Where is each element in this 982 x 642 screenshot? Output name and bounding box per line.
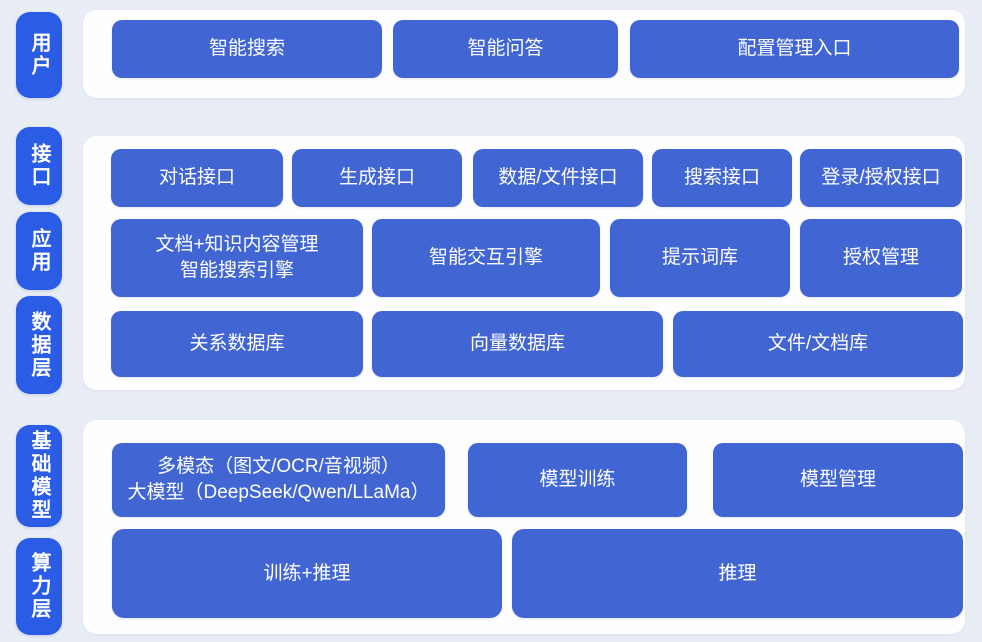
rail-label-application: 应用 xyxy=(16,212,62,290)
block-interaction-engine-label: 智能交互引擎 xyxy=(428,247,543,269)
block-model-training: 模型训练 xyxy=(468,443,687,517)
block-multimodal-llm-line1: 多模态（图文/OCR/音视频） xyxy=(157,456,400,478)
rail-label-compute-layer-text: 算力层 xyxy=(28,552,50,621)
rail-label-foundation-model: 基础模型 xyxy=(16,425,62,527)
block-inference-label: 推理 xyxy=(718,562,757,584)
rail-label-compute-layer: 算力层 xyxy=(16,538,62,635)
rail-label-interface-text: 接口 xyxy=(28,143,50,189)
panel-middle: 对话接口 生成接口 数据/文件接口 搜索接口 登录/授权接口 文档+知识内容管理… xyxy=(83,136,965,390)
block-data-file-api: 数据/文件接口 xyxy=(473,149,643,207)
block-model-training-label: 模型训练 xyxy=(539,469,616,491)
block-doc-knowledge-search-engine: 文档+知识内容管理 智能搜索引擎 xyxy=(111,219,363,297)
block-search-api-label: 搜索接口 xyxy=(683,167,760,189)
block-model-management-label: 模型管理 xyxy=(799,469,876,491)
block-dialog-api-label: 对话接口 xyxy=(158,167,235,189)
block-prompt-library: 提示词库 xyxy=(610,219,790,297)
block-training-inference: 训练+推理 xyxy=(112,529,502,618)
rail-label-interface: 接口 xyxy=(16,127,62,205)
block-smart-search: 智能搜索 xyxy=(112,20,382,78)
block-login-auth-api-label: 登录/授权接口 xyxy=(821,167,941,189)
rail-label-data-layer: 数据层 xyxy=(16,296,62,394)
block-training-inference-label: 训练+推理 xyxy=(263,562,351,584)
block-multimodal-llm-line2: 大模型（DeepSeek/Qwen/LLaMa） xyxy=(127,482,430,503)
block-login-auth-api: 登录/授权接口 xyxy=(800,149,962,207)
block-multimodal-llm: 多模态（图文/OCR/音视频） 大模型（DeepSeek/Qwen/LLaMa） xyxy=(112,443,445,517)
block-generate-api: 生成接口 xyxy=(292,149,462,207)
block-file-doc-store-label: 文件/文档库 xyxy=(767,333,869,355)
block-vector-db-label: 向量数据库 xyxy=(469,333,565,355)
block-doc-knowledge-line2: 智能搜索引擎 xyxy=(179,260,294,281)
block-smart-qa-label: 智能问答 xyxy=(467,38,544,60)
rail-label-user: 用户 xyxy=(16,12,62,98)
block-model-management: 模型管理 xyxy=(713,443,963,517)
block-generate-api-label: 生成接口 xyxy=(338,167,415,189)
block-prompt-library-label: 提示词库 xyxy=(661,247,738,269)
block-relational-db-label: 关系数据库 xyxy=(189,333,285,355)
block-vector-db: 向量数据库 xyxy=(372,311,663,377)
block-smart-qa: 智能问答 xyxy=(393,20,618,78)
block-dialog-api: 对话接口 xyxy=(111,149,283,207)
rail-label-data-layer-text: 数据层 xyxy=(28,310,50,380)
panel-bottom: 多模态（图文/OCR/音视频） 大模型（DeepSeek/Qwen/LLaMa）… xyxy=(83,420,965,634)
block-inference: 推理 xyxy=(512,529,963,618)
block-file-doc-store: 文件/文档库 xyxy=(673,311,963,377)
block-search-api: 搜索接口 xyxy=(652,149,792,207)
block-interaction-engine: 智能交互引擎 xyxy=(372,219,600,297)
rail-label-user-text: 用户 xyxy=(28,32,50,78)
rail-label-foundation-model-text: 基础模型 xyxy=(28,430,50,522)
block-relational-db: 关系数据库 xyxy=(111,311,363,377)
panel-user: 智能搜索 智能问答 配置管理入口 xyxy=(83,10,965,98)
block-smart-search-label: 智能搜索 xyxy=(208,38,285,60)
rail-label-application-text: 应用 xyxy=(28,228,50,274)
block-auth-management-label: 授权管理 xyxy=(842,247,919,269)
block-data-file-api-label: 数据/文件接口 xyxy=(498,167,618,189)
block-doc-knowledge-line1: 文档+知识内容管理 xyxy=(155,234,319,256)
block-config-entry-label: 配置管理入口 xyxy=(737,38,852,60)
block-config-entry: 配置管理入口 xyxy=(630,20,959,78)
block-auth-management: 授权管理 xyxy=(800,219,962,297)
